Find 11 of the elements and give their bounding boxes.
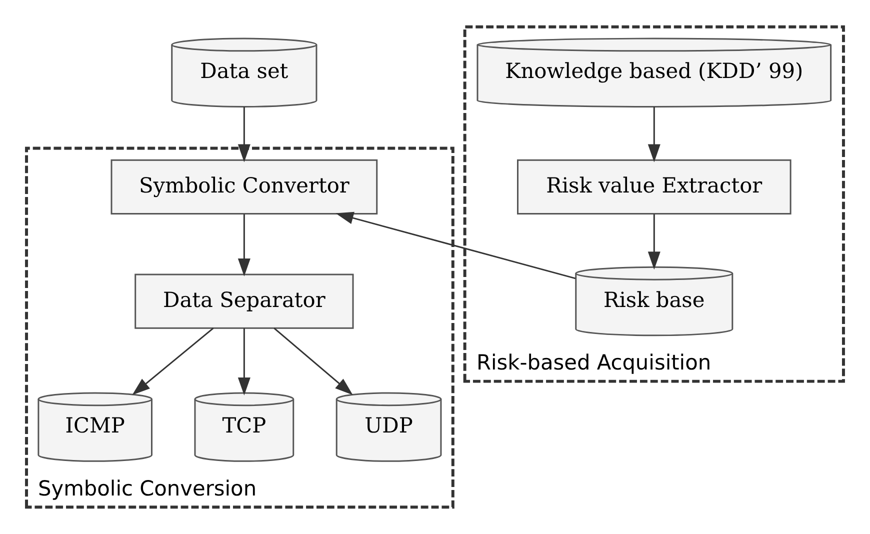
arrow <box>132 328 214 396</box>
arrow <box>336 212 576 280</box>
arrow <box>648 106 660 162</box>
arrow <box>648 214 660 270</box>
arrow <box>274 328 353 396</box>
arrow <box>238 214 250 276</box>
node-box: Risk value Extractor <box>517 159 792 215</box>
arrow <box>238 328 250 396</box>
arrow <box>238 106 250 162</box>
node-box: Symbolic Convertor <box>110 159 378 215</box>
node-box: Data Separator <box>134 274 354 329</box>
